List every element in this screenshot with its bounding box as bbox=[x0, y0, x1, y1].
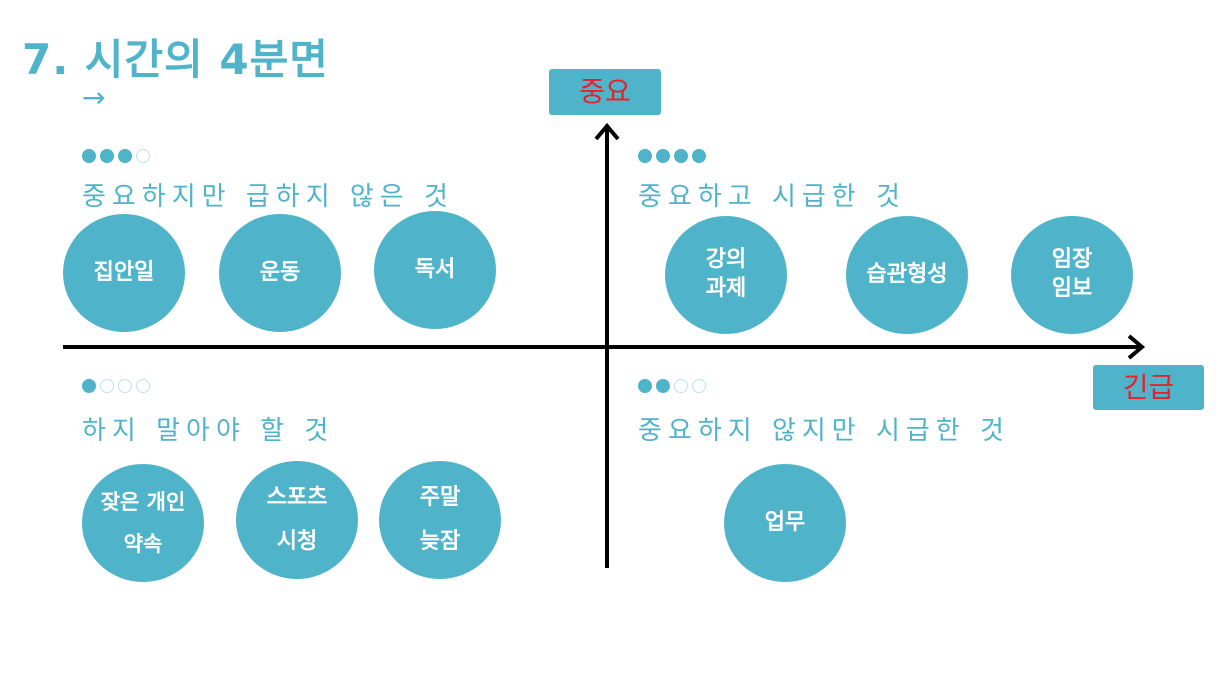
filled-dot-icon bbox=[674, 149, 688, 163]
quadrant-label-top-left: 중요하지만 급하지 않은 것 bbox=[82, 182, 454, 212]
quadrant-label-bottom-right: 중요하지 않지만 시급한 것 bbox=[638, 416, 1010, 446]
bubble-top-left-1: 집안일 bbox=[63, 214, 185, 332]
filled-dot-icon bbox=[656, 379, 670, 393]
title-arrow-icon: → bbox=[82, 81, 106, 114]
bubble-top-left-2: 운동 bbox=[219, 214, 341, 332]
priority-dots-bottom-left bbox=[82, 379, 150, 393]
bubble-bottom-left-1: 잦은 개인 약속 bbox=[82, 464, 204, 582]
x-axis-arrowhead bbox=[1127, 334, 1146, 360]
filled-dot-icon bbox=[638, 149, 652, 163]
bubble-bottom-right-1: 업무 bbox=[724, 464, 846, 582]
empty-dot-icon bbox=[674, 379, 688, 393]
bubble-bottom-left-3: 주말 늦잠 bbox=[379, 461, 501, 579]
empty-dot-icon bbox=[118, 379, 132, 393]
filled-dot-icon bbox=[82, 149, 96, 163]
empty-dot-icon bbox=[136, 379, 150, 393]
empty-dot-icon bbox=[136, 149, 150, 163]
y-axis-arrowhead bbox=[594, 122, 620, 141]
priority-dots-top-left bbox=[82, 149, 150, 163]
filled-dot-icon bbox=[118, 149, 132, 163]
empty-dot-icon bbox=[692, 379, 706, 393]
quadrant-label-top-right: 중요하고 시급한 것 bbox=[638, 182, 906, 212]
bubble-top-left-3: 독서 bbox=[374, 211, 496, 329]
filled-dot-icon bbox=[82, 379, 96, 393]
filled-dot-icon bbox=[656, 149, 670, 163]
bubble-bottom-left-2: 스포츠 시청 bbox=[236, 461, 358, 579]
filled-dot-icon bbox=[638, 379, 652, 393]
axis-x-label: 긴급 bbox=[1093, 365, 1204, 410]
priority-dots-bottom-right bbox=[638, 379, 706, 393]
page-title: 7. 시간의 4분면 bbox=[22, 35, 329, 84]
filled-dot-icon bbox=[692, 149, 706, 163]
bubble-top-right-3: 임장 임보 bbox=[1011, 216, 1133, 334]
empty-dot-icon bbox=[100, 379, 114, 393]
bubble-top-right-1: 강의 과제 bbox=[665, 216, 787, 334]
bubble-top-right-2: 습관형성 bbox=[846, 216, 968, 334]
axis-y-label: 중요 bbox=[549, 69, 661, 115]
priority-dots-top-right bbox=[638, 149, 706, 163]
filled-dot-icon bbox=[100, 149, 114, 163]
quadrant-label-bottom-left: 하지 말아야 할 것 bbox=[82, 416, 335, 446]
